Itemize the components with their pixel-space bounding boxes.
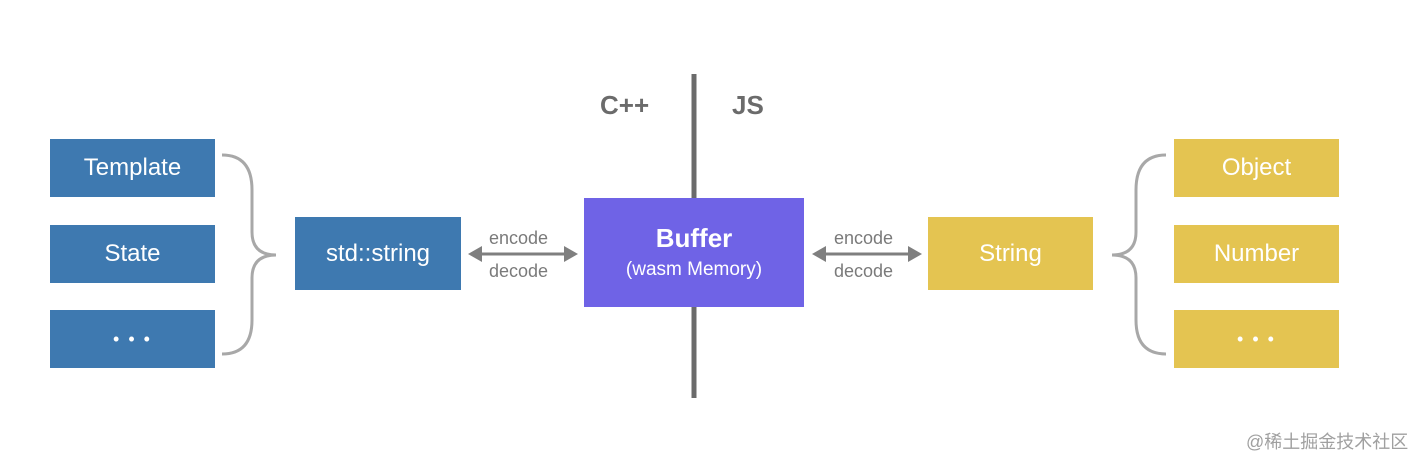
right-decode-label: decode	[834, 261, 894, 281]
object-box: Object	[1174, 139, 1339, 197]
right-brace	[1111, 153, 1167, 356]
std-string-box: std::string	[295, 217, 461, 290]
template-box: Template	[50, 139, 215, 197]
buffer-title: Buffer	[655, 223, 733, 254]
left-brace	[221, 153, 277, 356]
js-string-box: String	[928, 217, 1093, 290]
right-ellipsis-box: • • •	[1174, 310, 1339, 368]
left-double-arrow	[468, 246, 578, 262]
js-label: JS	[732, 90, 764, 120]
buffer-subtitle: (wasm Memory)	[625, 258, 763, 280]
right-double-arrow	[812, 246, 922, 262]
watermark: @稀土掘金技术社区	[1246, 432, 1409, 452]
number-box: Number	[1174, 225, 1339, 283]
right-encode-label: encode	[834, 228, 894, 248]
left-decode-label: decode	[489, 261, 549, 281]
buffer-box: Buffer (wasm Memory)	[584, 198, 804, 307]
left-encode-label: encode	[489, 228, 549, 248]
cpp-label: C++	[600, 90, 650, 120]
left-ellipsis-box: • • •	[50, 310, 215, 368]
state-box: State	[50, 225, 215, 283]
